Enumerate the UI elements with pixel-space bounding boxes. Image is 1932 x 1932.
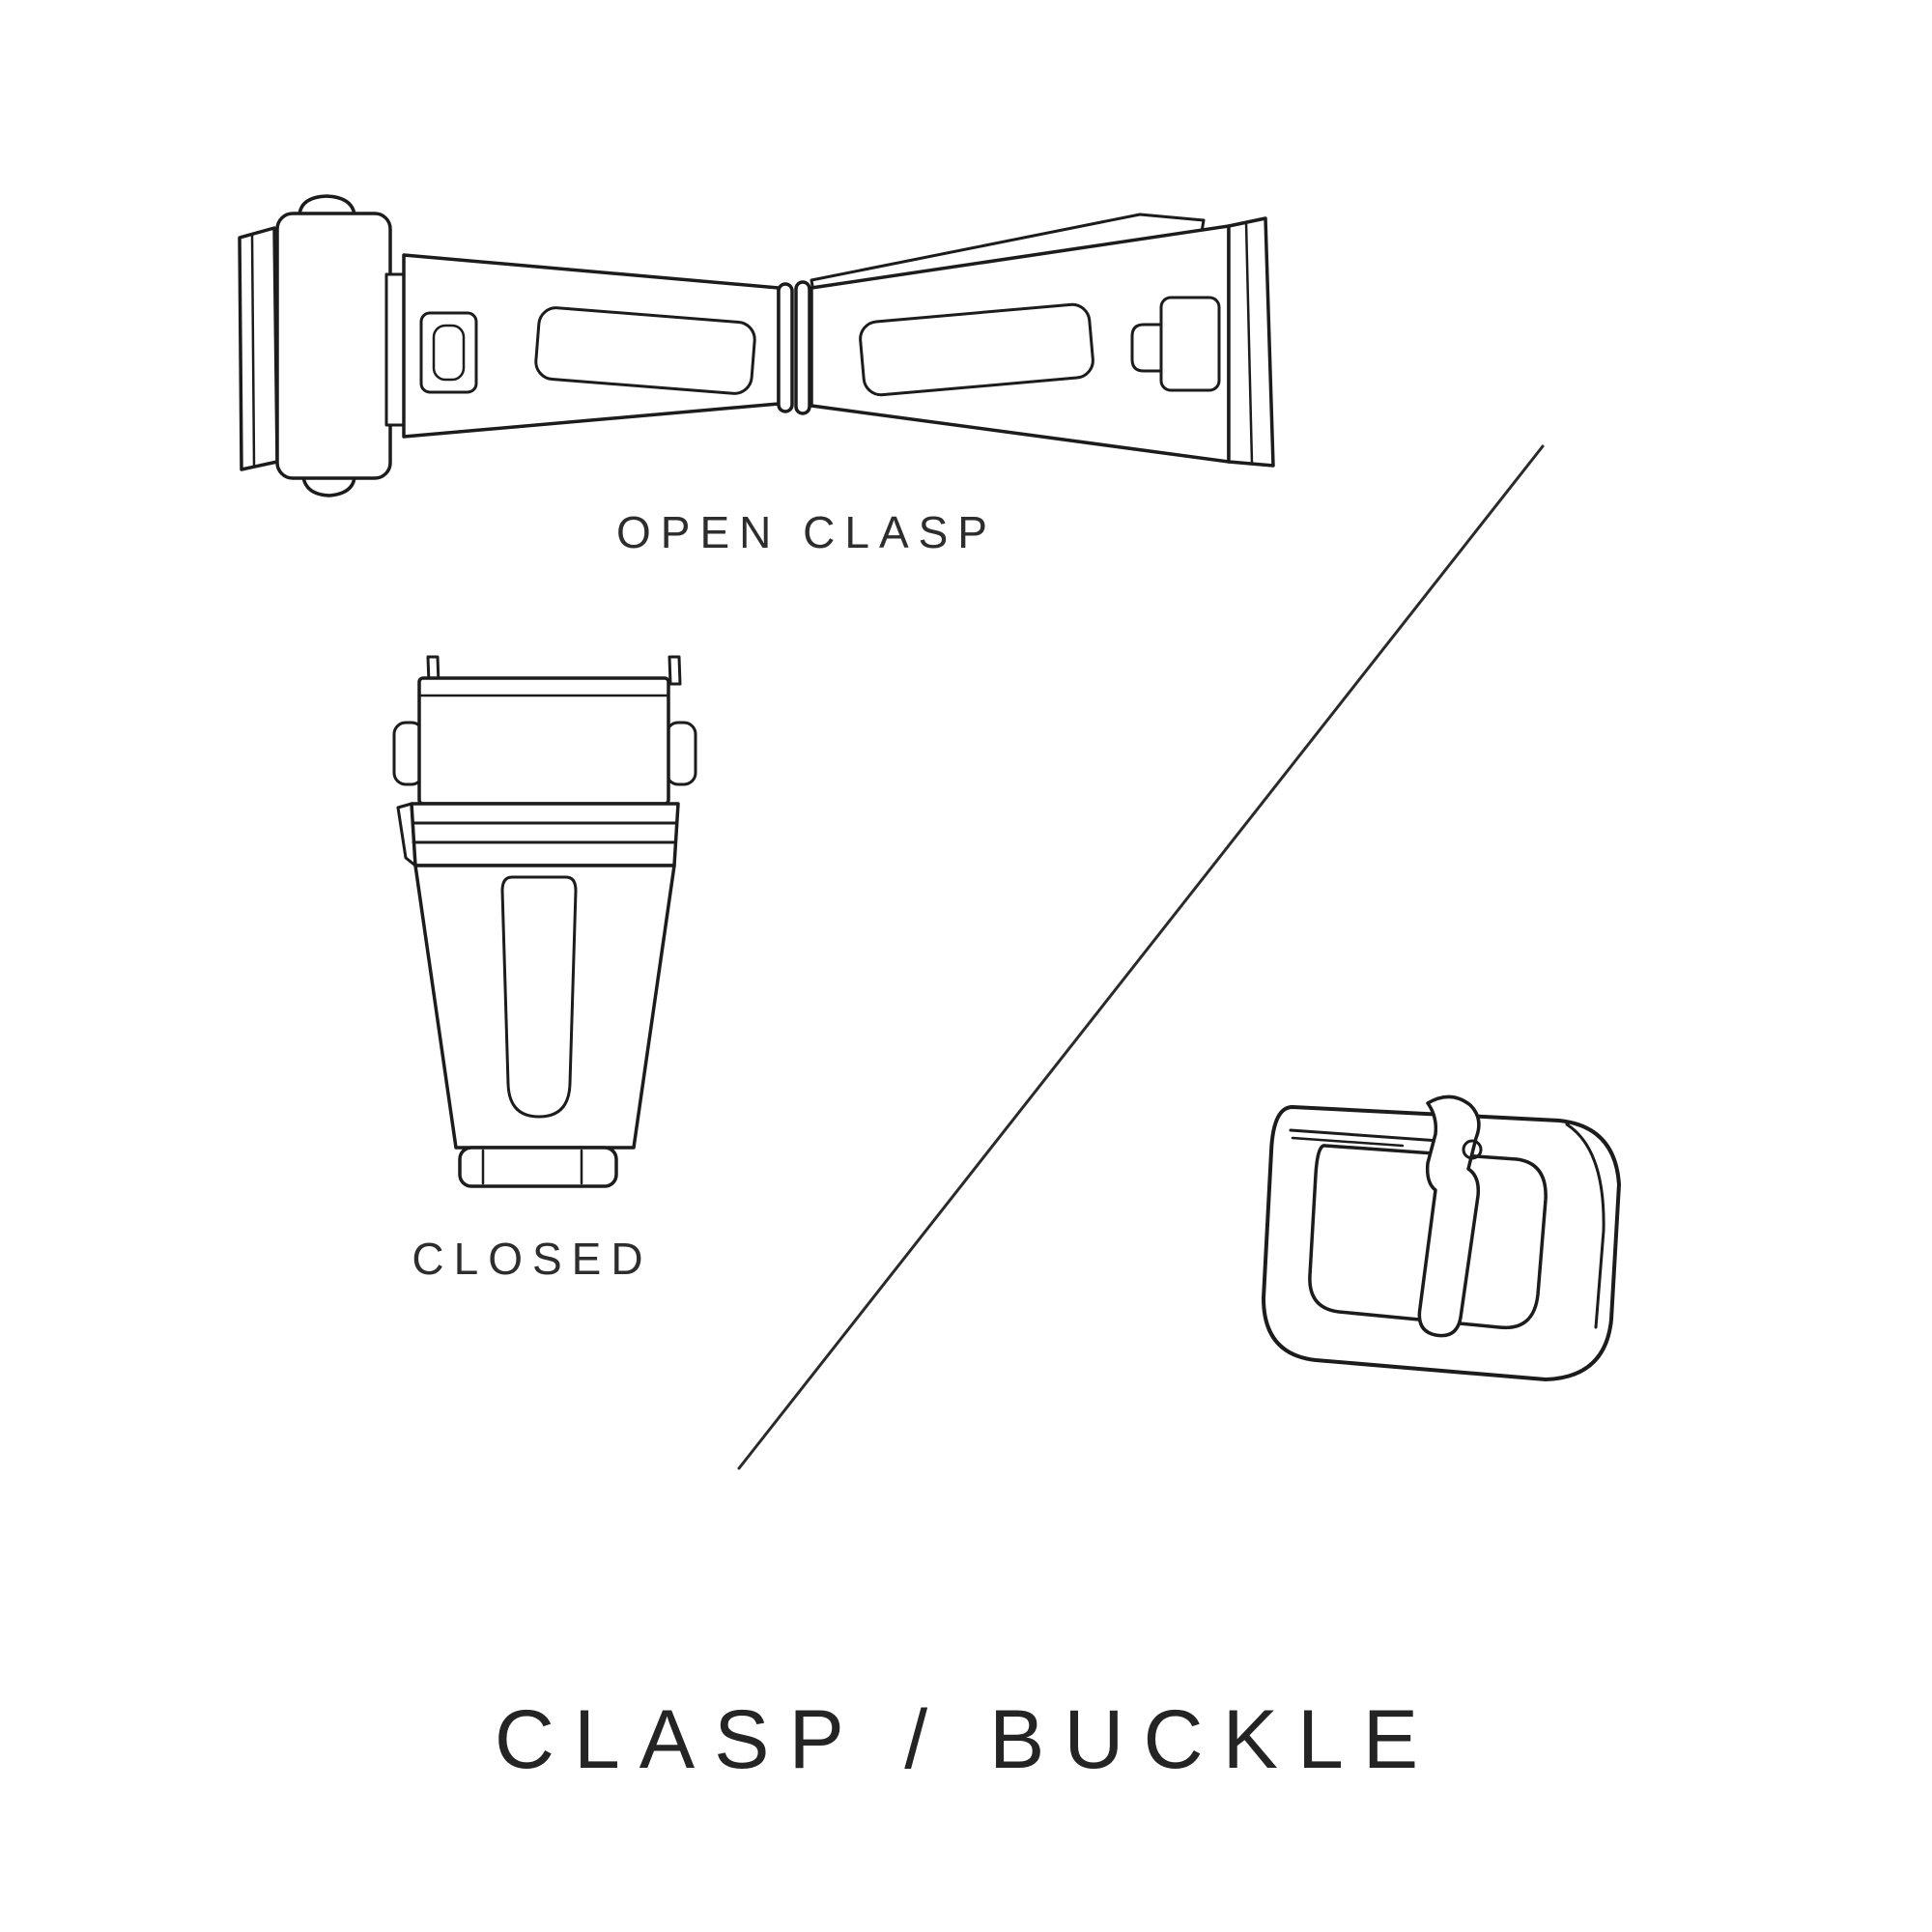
closed-clasp-foot [458,1146,618,1188]
closed-clasp-body [413,864,676,1150]
buckle-illustration [1262,1094,1621,1381]
clasp-right-endcap [1227,216,1275,468]
open-clasp-label: OPEN CLASP [616,507,997,557]
closed-clasp-illustration [392,655,697,1188]
closed-label: CLOSED [412,1234,653,1284]
buckle-tang [1417,1094,1481,1338]
page-title: CLASP / BUCKLE [494,1693,1438,1786]
open-clasp-illustration [238,194,1275,497]
clasp-hinge [777,282,794,413]
